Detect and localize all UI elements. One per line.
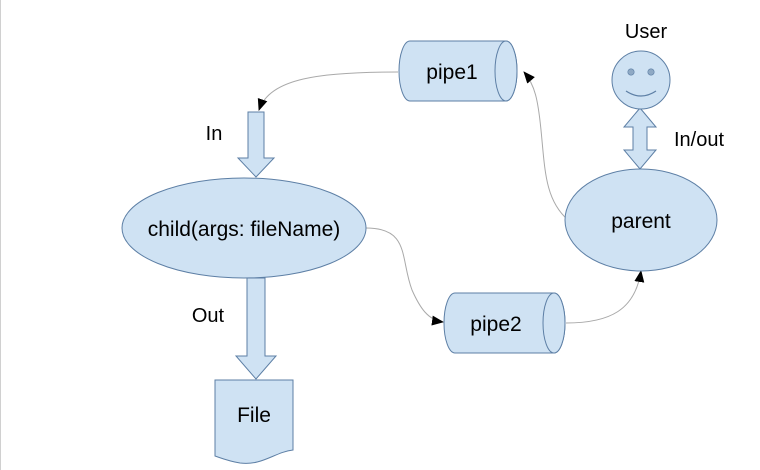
in-label: In: [206, 123, 223, 145]
file-document-shape: [214, 379, 294, 464]
child-node: child(args: fileName): [121, 177, 367, 279]
parent-node: parent: [564, 168, 718, 272]
out-arrow: [234, 277, 278, 380]
child-label: child(args: fileName): [148, 218, 341, 241]
user-label: User: [625, 21, 668, 43]
connector-parent-to-pipe1: [523, 71, 569, 221]
parent-ellipse: [564, 168, 718, 272]
inout-double-arrow: [622, 107, 658, 170]
smiley-right-eye: [647, 68, 655, 76]
file-node: File: [214, 379, 294, 464]
file-label: File: [237, 404, 271, 427]
pipe1-node: pipe1: [398, 40, 518, 102]
smiley-left-eye: [627, 68, 635, 76]
pipe2-label: pipe2: [470, 313, 521, 336]
smiley-face: [611, 50, 671, 110]
smiley-mouth: [625, 90, 657, 97]
connector-child-to-pipe2: [365, 227, 444, 326]
connector-pipe1-to-in: [257, 71, 399, 111]
out-label: Out: [192, 305, 225, 327]
pipe2-node: pipe2: [443, 292, 566, 354]
parent-label: parent: [611, 210, 671, 233]
pipe1-cylinder-end: [494, 40, 518, 102]
inout-label: In/out: [674, 129, 724, 151]
user-smiley-icon: [611, 50, 671, 110]
pipe2-cylinder-end: [542, 292, 566, 354]
pipe1-label: pipe1: [426, 61, 477, 84]
connector-pipe2-to-parent: [565, 270, 645, 324]
child-ellipse: [121, 177, 367, 279]
in-arrow: [236, 111, 276, 178]
